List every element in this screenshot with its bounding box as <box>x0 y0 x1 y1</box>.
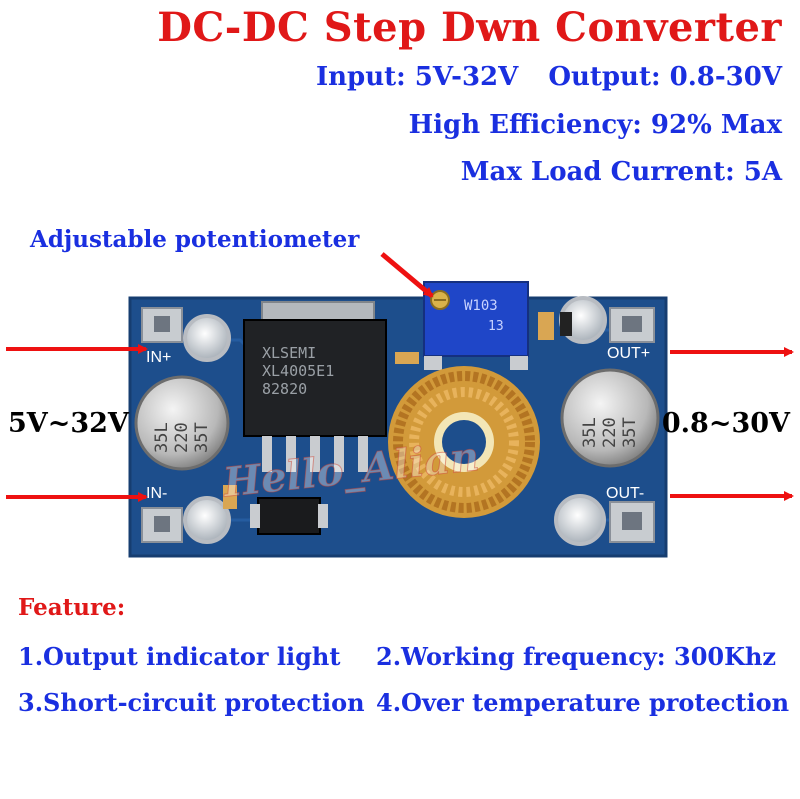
feature-item-4: 4.Over temperature protection <box>376 688 790 717</box>
chip-text-2: XL4005E1 <box>262 362 334 380</box>
cap-in-code-1: 35T <box>192 422 212 453</box>
cap-in-code-2: 220 <box>172 422 192 453</box>
feature-item-2: 2.Working frequency: 300Khz <box>376 642 777 671</box>
chip-text-1: XLSEMI <box>262 344 316 362</box>
spec-output: Output: 0.8-30V <box>548 62 782 92</box>
cap-in-code-3: 35L <box>152 422 172 453</box>
potentiometer-label: Adjustable potentiometer <box>30 226 360 253</box>
cap-out-code-2: 220 <box>600 417 620 448</box>
feature-heading: Feature: <box>18 594 126 621</box>
cap-out-code-3: 35L <box>580 417 600 448</box>
silk-out-minus: OUT- <box>606 485 644 502</box>
pot-sub: 13 <box>488 319 504 334</box>
pot-code: W103 <box>464 298 498 314</box>
input-voltage-label: 5V~32V <box>8 408 129 439</box>
spec-efficiency: High Efficiency: 92% Max <box>408 110 782 140</box>
output-voltage-label: 0.8~30V <box>661 408 790 439</box>
feature-item-1: 1.Output indicator light <box>18 642 341 671</box>
spec-io: Input: 5V-32V Output: 0.8-30V <box>316 62 782 92</box>
spec-current: Max Load Current: 5A <box>460 157 782 187</box>
chip-text-3: 82820 <box>262 380 307 398</box>
arrow-potentiometer <box>380 252 434 298</box>
feature-item-3: 3.Short-circuit protection <box>18 688 365 717</box>
spec-input: Input: 5V-32V <box>315 62 519 92</box>
silk-in-plus: IN+ <box>146 349 171 366</box>
silk-in-minus: IN- <box>146 485 167 502</box>
silk-out-plus: OUT+ <box>607 345 650 362</box>
page-title: DC-DC Step Dwn Converter <box>157 4 782 51</box>
cap-out-code-1: 35T <box>620 417 640 448</box>
